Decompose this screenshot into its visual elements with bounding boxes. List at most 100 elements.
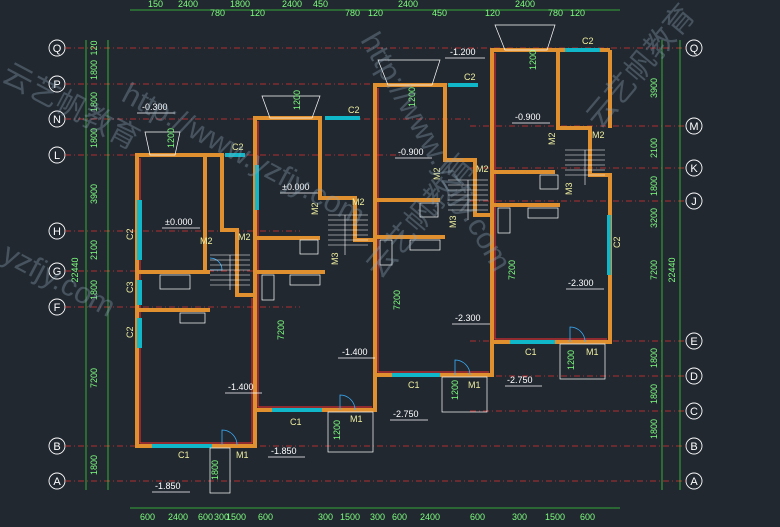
svg-text:±0.000: ±0.000 xyxy=(165,217,192,227)
svg-text:300: 300 xyxy=(512,512,527,522)
svg-text:2100: 2100 xyxy=(649,138,659,158)
level-mark: -2.750 xyxy=(390,409,428,421)
svg-text:C2: C2 xyxy=(348,105,360,115)
svg-text:600: 600 xyxy=(580,512,595,522)
svg-text:M2: M2 xyxy=(432,167,442,180)
grid-bubble-a-left: A xyxy=(48,472,66,490)
bottom-dimension-chain: 600 2400 600 300 1500 600 300 1500 300 6… xyxy=(130,507,620,522)
unit-1-stairs xyxy=(210,254,250,290)
svg-text:C2: C2 xyxy=(232,142,244,152)
svg-text:C2: C2 xyxy=(125,326,135,338)
grid-bubble-l-left: L xyxy=(48,146,66,164)
svg-text:B: B xyxy=(53,441,60,453)
svg-text:Q: Q xyxy=(690,43,699,55)
svg-text:-0.900: -0.900 xyxy=(398,147,424,157)
svg-text:300: 300 xyxy=(318,512,333,522)
grid-bubble-e-right: E xyxy=(685,332,703,350)
svg-text:1200: 1200 xyxy=(166,128,176,148)
unit-3: C1 M1 C2 M2 M3 M2 1200 7200 1200 xyxy=(373,59,494,413)
svg-text:-1.400: -1.400 xyxy=(228,382,254,392)
svg-text:1800: 1800 xyxy=(649,348,659,368)
svg-text:C3: C3 xyxy=(125,281,135,293)
svg-text:-2.300: -2.300 xyxy=(455,313,481,323)
svg-text:B: B xyxy=(690,441,697,453)
grid-bubble-k-right: K xyxy=(685,159,703,177)
svg-text:600: 600 xyxy=(198,512,213,522)
svg-text:600: 600 xyxy=(140,512,155,522)
svg-text:1500: 1500 xyxy=(545,512,565,522)
level-mark: -2.300 xyxy=(452,313,490,325)
unit-4-stairs xyxy=(565,149,605,185)
svg-text:1800: 1800 xyxy=(649,384,659,404)
svg-text:150: 150 xyxy=(148,0,163,9)
svg-text:2400: 2400 xyxy=(178,0,198,9)
svg-text:-1.850: -1.850 xyxy=(155,481,181,491)
level-mark: -1.850 xyxy=(152,481,190,493)
level-mark: ±0.000 xyxy=(280,182,318,194)
svg-text:120: 120 xyxy=(570,8,585,18)
svg-text:C2: C2 xyxy=(125,228,135,240)
svg-text:1200: 1200 xyxy=(528,50,538,70)
svg-text:1500: 1500 xyxy=(340,512,360,522)
svg-text:1800: 1800 xyxy=(89,455,99,475)
unit-3-stairs xyxy=(448,179,488,220)
grid-bubble-b-right: B xyxy=(685,437,703,455)
svg-text:-1.200: -1.200 xyxy=(450,47,476,57)
grid-bubble-a-right: A xyxy=(685,472,703,490)
svg-text:M2: M2 xyxy=(352,197,365,207)
grid-bubble-j-right: J xyxy=(685,192,703,210)
svg-text:Q: Q xyxy=(53,43,62,55)
left-total-dim: 22440 xyxy=(70,257,80,282)
svg-text:780: 780 xyxy=(548,8,563,18)
svg-text:1800: 1800 xyxy=(89,92,99,112)
top-dimension-chain: 150 2400 780 1800 120 2400 450 780 120 2… xyxy=(130,0,620,18)
level-marks: -0.300 -1.200 ±0.000 -0.900 ±0.000 -0.90… xyxy=(137,47,604,493)
svg-text:120: 120 xyxy=(250,8,265,18)
svg-text:E: E xyxy=(690,336,697,348)
grid-bubble-c-right: C xyxy=(685,402,703,420)
svg-text:M2: M2 xyxy=(200,236,213,246)
svg-text:1800: 1800 xyxy=(89,280,99,300)
grid-bubble-h-left: H xyxy=(48,222,66,240)
left-dimension-chain: 22440 120 1800 1800 1800 3900 2100 1800 … xyxy=(70,40,109,490)
svg-text:M3: M3 xyxy=(564,182,574,195)
svg-text:C2: C2 xyxy=(464,72,476,82)
svg-text:M1: M1 xyxy=(236,450,249,460)
svg-text:1800: 1800 xyxy=(89,60,99,80)
grid-bubble-q-right: Q xyxy=(685,39,703,57)
right-dimension-chain: 22440 3900 2100 1800 3200 7200 1800 1800… xyxy=(649,40,681,490)
svg-text:±0.000: ±0.000 xyxy=(282,182,309,192)
svg-text:N: N xyxy=(53,114,61,126)
svg-text:450: 450 xyxy=(432,8,447,18)
svg-text:1200: 1200 xyxy=(450,380,460,400)
svg-text:-1.400: -1.400 xyxy=(342,347,368,357)
svg-text:C1: C1 xyxy=(408,380,420,390)
svg-text:120: 120 xyxy=(485,8,500,18)
svg-text:1800: 1800 xyxy=(649,419,659,439)
unit-2-stairs xyxy=(328,214,368,255)
watermark-brand-3: 云艺帆教育 xyxy=(580,0,702,134)
svg-text:1200: 1200 xyxy=(292,90,302,110)
level-mark: -1.850 xyxy=(268,446,305,458)
svg-text:1500: 1500 xyxy=(226,512,246,522)
svg-text:3900: 3900 xyxy=(89,184,99,204)
svg-text:K: K xyxy=(690,163,698,175)
svg-text:1200: 1200 xyxy=(407,87,417,107)
svg-text:M2: M2 xyxy=(476,164,489,174)
svg-text:3200: 3200 xyxy=(649,208,659,228)
svg-text:M1: M1 xyxy=(350,414,363,424)
svg-text:780: 780 xyxy=(210,8,225,18)
level-mark: -0.900 xyxy=(395,147,432,159)
svg-text:2400: 2400 xyxy=(282,0,302,9)
svg-text:2400: 2400 xyxy=(515,0,535,9)
level-mark: -2.300 xyxy=(566,278,604,290)
right-total-dim: 22440 xyxy=(667,257,677,282)
svg-text:M2: M2 xyxy=(592,130,605,140)
svg-text:P: P xyxy=(53,79,60,91)
unit-2: C1 M1 C2 M2 M3 M2 1200 7200 1200 xyxy=(253,90,377,453)
svg-text:-2.750: -2.750 xyxy=(507,375,533,385)
svg-text:C2: C2 xyxy=(582,36,594,46)
unit-1: C2 C3 C2 C1 M1 M2 M2 C2 1200 1800 xyxy=(125,128,257,494)
svg-text:C1: C1 xyxy=(178,450,190,460)
svg-text:120: 120 xyxy=(368,8,383,18)
